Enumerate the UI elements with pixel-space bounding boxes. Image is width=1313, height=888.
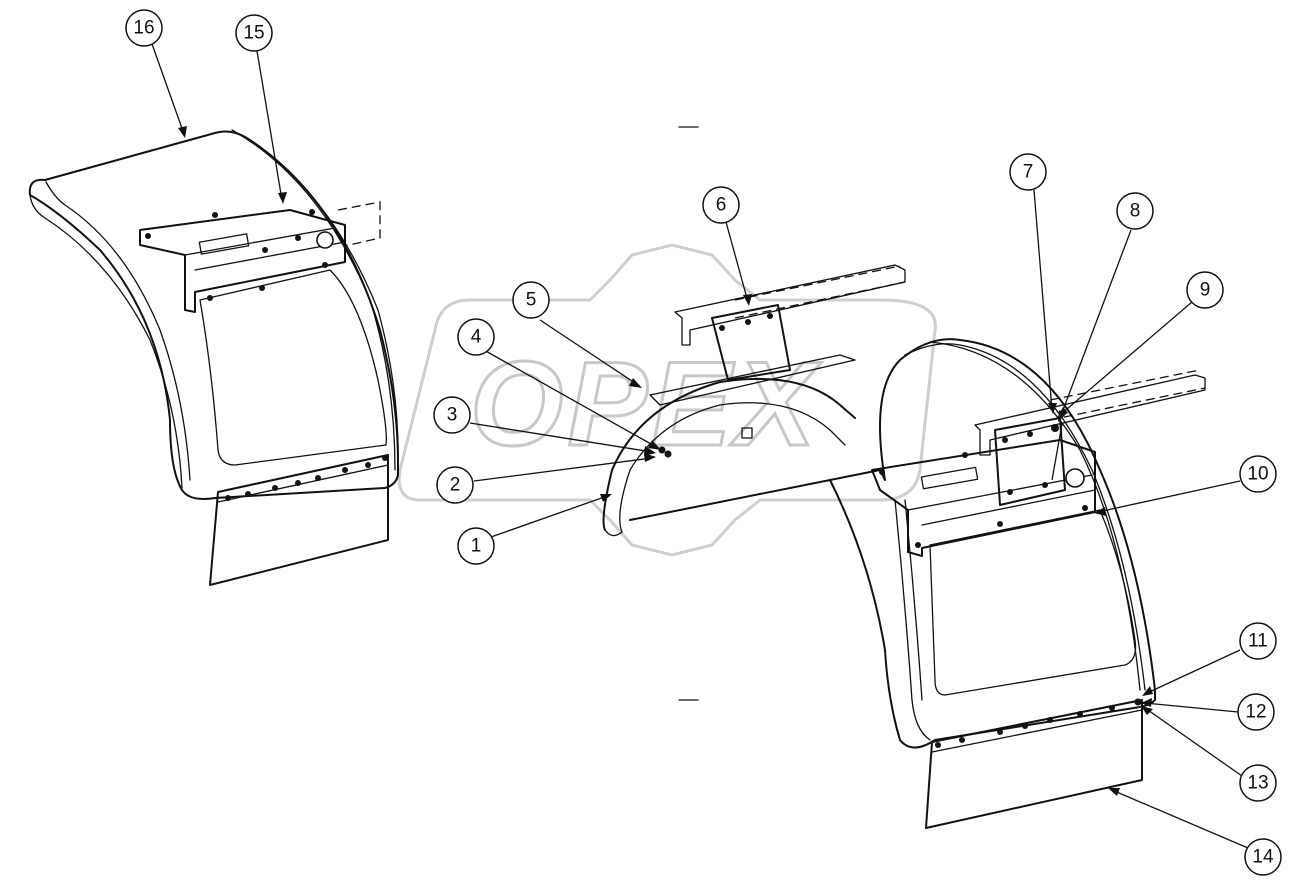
svg-text:2: 2 [450,475,461,496]
svg-text:12: 12 [1245,702,1266,723]
front-bracket [711,304,791,381]
watermark: OPEX [397,243,937,557]
callout-2: 2 [436,466,474,504]
rear-frame-rail [974,374,1206,456]
callout-11: 11 [1239,622,1277,660]
rear-mount-bracket [871,439,1096,557]
callout-5: 5 [512,281,550,319]
left-fender-rim-outer [29,194,183,489]
callout-15: 15 [235,14,273,52]
svg-text:14: 14 [1252,847,1274,868]
svg-text:16: 16 [133,18,154,39]
left-fender-panel [199,269,387,466]
rear-flap-strip [931,709,1143,753]
left-bracket-slot [198,233,250,255]
rear-small-bracket [994,417,1066,506]
rear-bracket-hole [1065,468,1085,488]
svg-text:8: 8 [1130,201,1141,222]
left-mount-bracket [139,209,346,313]
svg-text:5: 5 [526,290,537,311]
front-frame-rail [674,264,906,346]
svg-text:4: 4 [471,327,482,348]
left-fender-assembly [28,129,399,586]
clip [741,427,753,439]
callout-10: 10 [1239,455,1277,493]
left-mud-flap [209,454,389,586]
front-frame-rail-hidden [734,265,906,319]
callout-16: 16 [125,9,163,47]
rear-bracket-folds [907,474,1096,526]
svg-text:9: 9 [1200,280,1211,301]
rear-fender-edge-1 [904,343,1146,691]
callout-4: 4 [457,318,495,356]
left-bracket-hole [316,231,334,249]
rear-fender-edge-2 [929,341,1141,691]
leader-lines [151,43,1249,849]
svg-text:10: 10 [1247,464,1268,485]
left-fender-edge-1 [231,129,396,471]
left-frame-stub [337,201,381,247]
arch-liner-inner [619,402,846,533]
svg-text:11: 11 [1248,631,1268,652]
svg-text:13: 13 [1247,773,1268,794]
callout-8: 8 [1116,192,1154,230]
left-fender-shell [28,130,399,500]
callout-7: 7 [1009,153,1047,191]
callout-13: 13 [1239,764,1277,802]
right-fender-assembly [602,264,1206,829]
svg-text:6: 6 [716,195,727,216]
svg-text:15: 15 [243,23,264,44]
svg-text:1: 1 [471,536,482,557]
left-fender-edge-2 [241,134,399,471]
rear-fender-rim [894,499,931,741]
callout-9: 9 [1186,271,1224,309]
left-flap-strip [217,464,389,503]
callout-6: 6 [702,186,740,224]
callout-12: 12 [1237,693,1275,731]
left-fender-rim-inner [45,181,191,481]
arch-liner-tip [604,529,623,537]
callout-3: 3 [433,396,471,434]
rear-frame-rail-hidden [1049,369,1206,421]
rear-fender-panel [929,509,1137,696]
watermark-gear-icon [397,243,937,557]
svg-text:3: 3 [447,405,458,426]
rear-mud-flap [925,699,1143,829]
upper-shield [649,354,856,406]
svg-text:7: 7 [1023,162,1034,183]
callout-14: 14 [1244,838,1282,876]
callout-1: 1 [457,527,495,565]
rear-bracket-slot [920,466,979,490]
